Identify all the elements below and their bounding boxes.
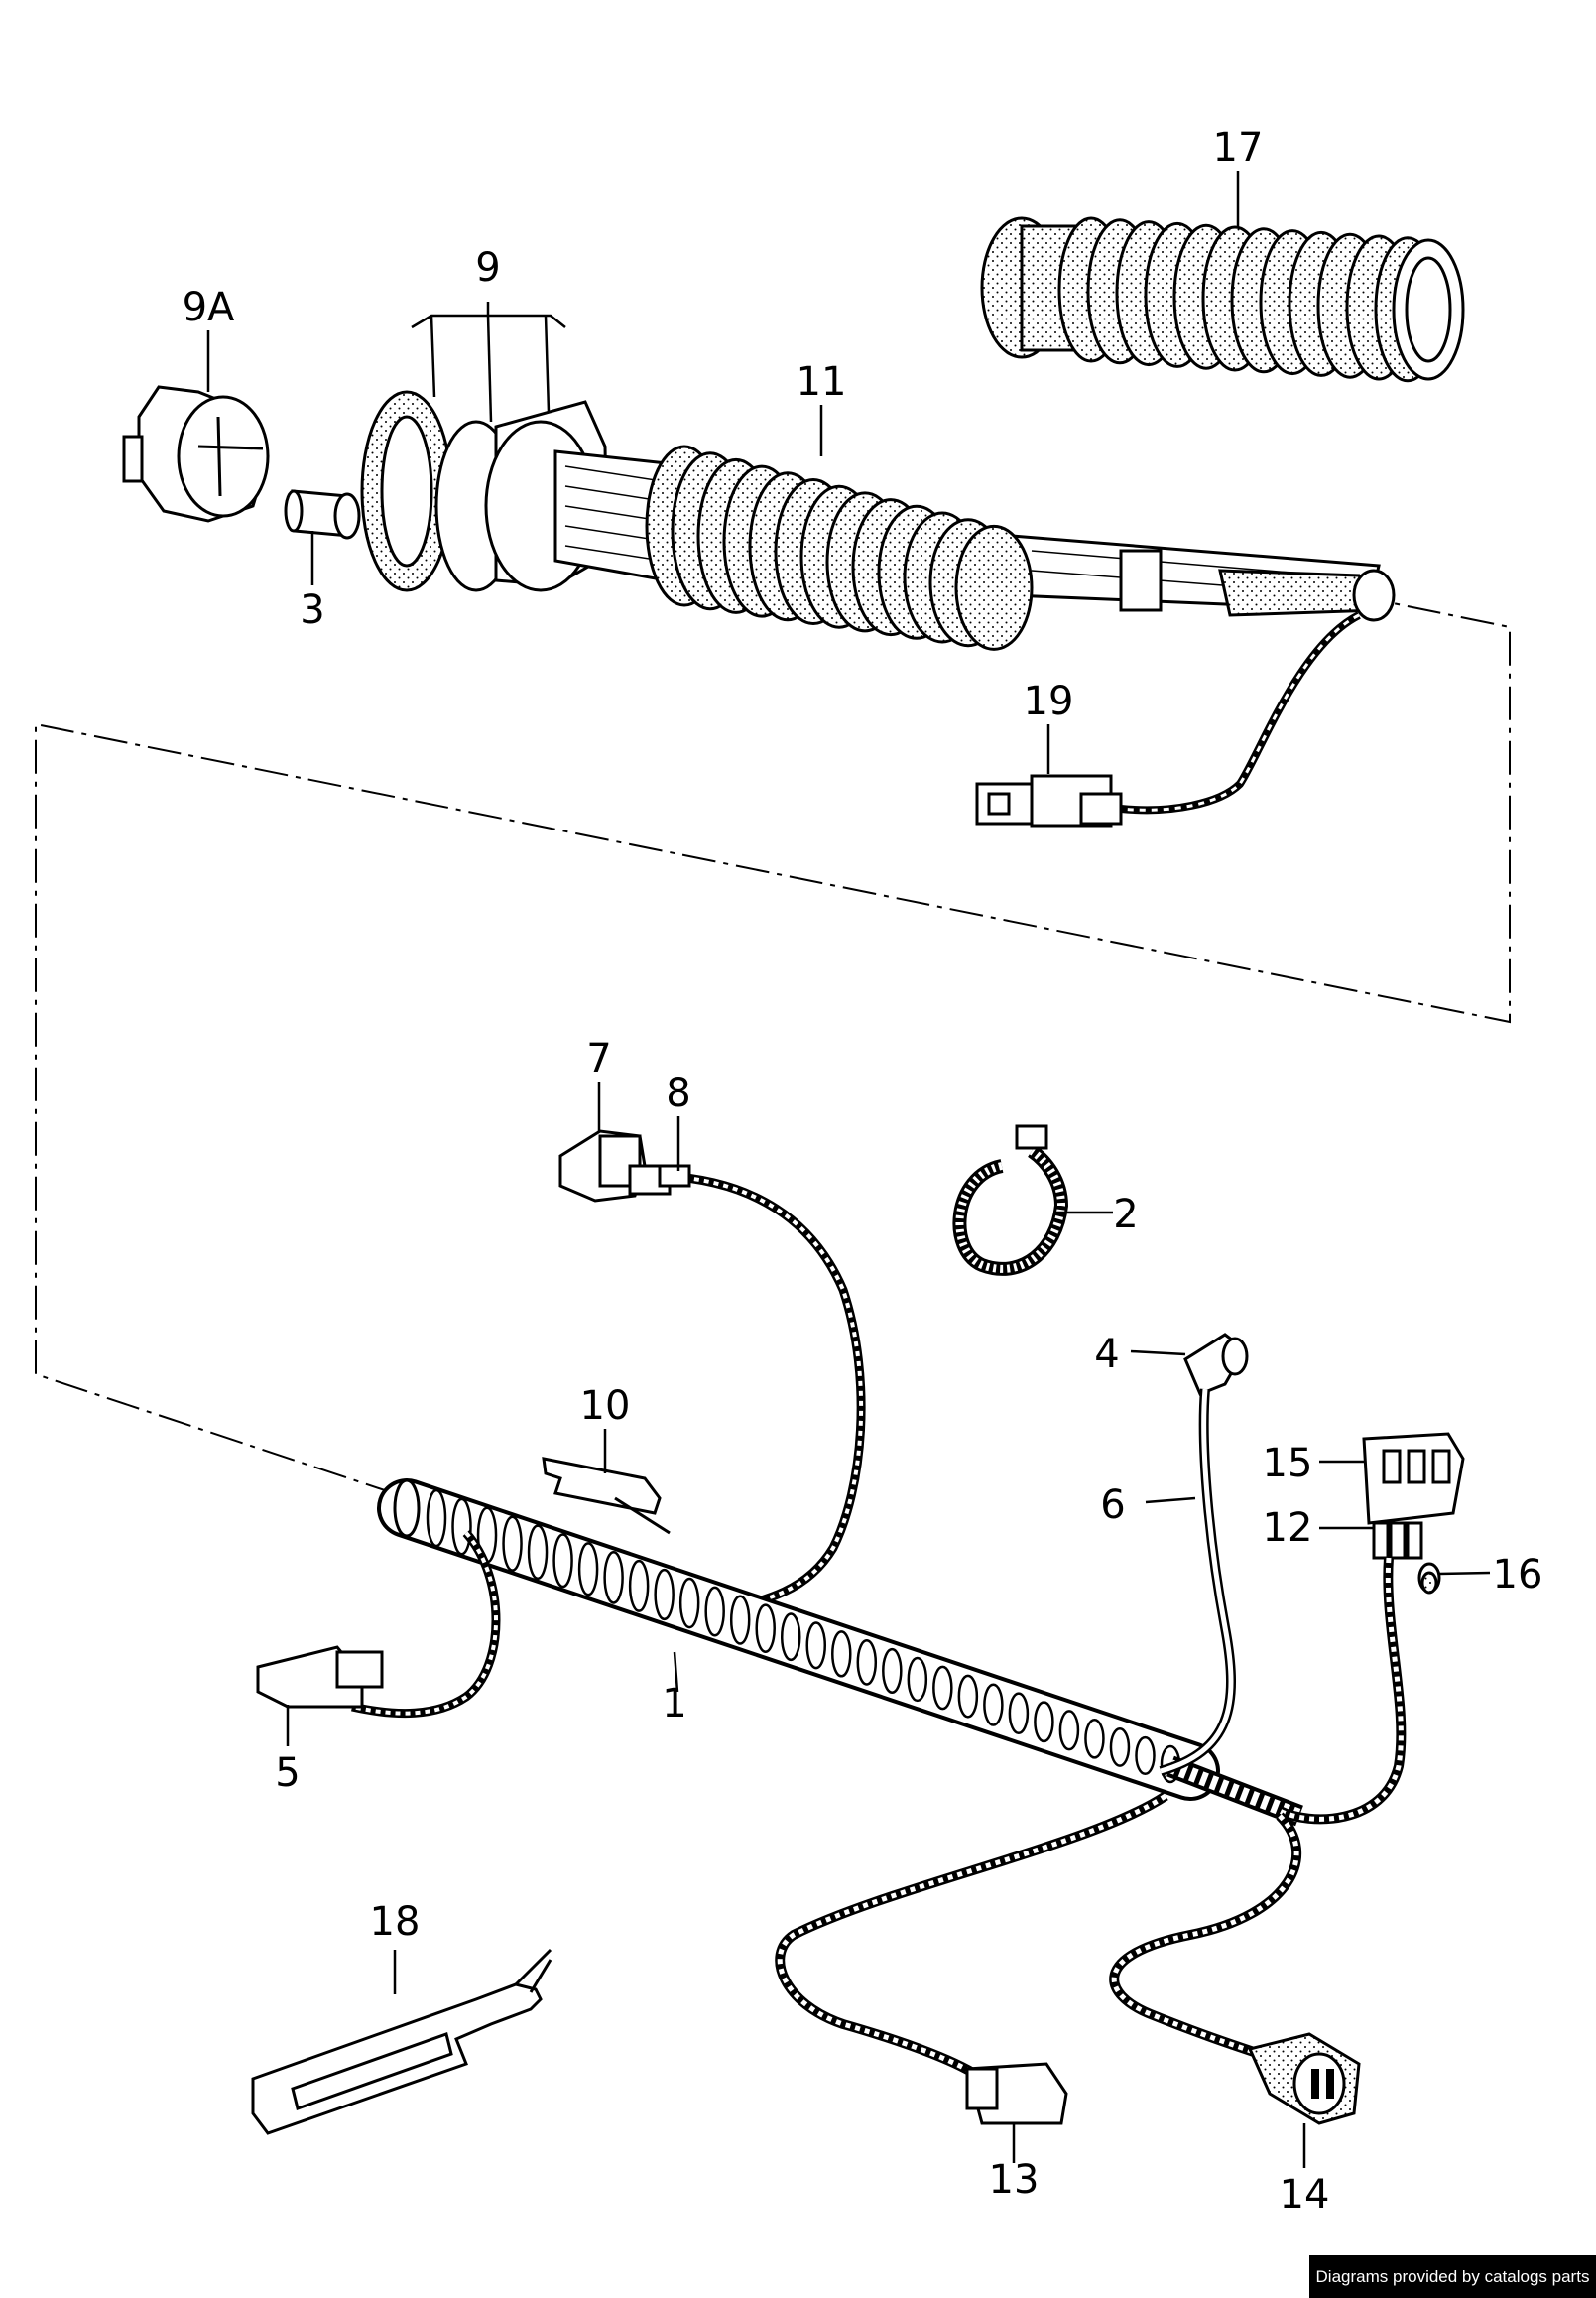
callout-18: 18 — [370, 1899, 421, 1945]
callout-13: 13 — [989, 2157, 1040, 2203]
part-10-clip — [542, 1457, 671, 1535]
callout-2: 2 — [1113, 1192, 1138, 1237]
callout-11: 11 — [797, 359, 847, 405]
callout-7: 7 — [586, 1036, 611, 1082]
callout-8: 8 — [666, 1071, 690, 1116]
boundary-frame — [35, 594, 1511, 1499]
part-18-bracket — [251, 1948, 552, 2135]
callout-19: 19 — [1024, 679, 1074, 724]
part-17-corrugated-sleeve — [980, 216, 1465, 383]
part-7-connector — [558, 1129, 672, 1203]
callouts: 17 9A 9 3 11 19 7 8 2 4 6 10 1 5 15 12 1… — [183, 125, 1543, 2218]
part-15-connector-housing — [1362, 1432, 1465, 1525]
callout-14: 14 — [1280, 2172, 1330, 2218]
part-5-connector — [256, 1530, 501, 1719]
callout-10: 10 — [580, 1383, 631, 1429]
part-2-cable-tie — [952, 1124, 1069, 1276]
callout-9: 9 — [475, 245, 500, 291]
part-11-bellows — [553, 445, 1396, 651]
callout-12: 12 — [1263, 1505, 1313, 1551]
part-1-main-harness — [377, 1478, 1303, 1827]
part-13-connector — [775, 1791, 1168, 2125]
part-12-cable — [1277, 1557, 1407, 1825]
part-3-small-sleeve — [284, 489, 361, 540]
callout-9a: 9A — [183, 285, 235, 330]
callout-17: 17 — [1213, 125, 1264, 171]
callout-1: 1 — [662, 1681, 686, 1726]
credit-text: Diagrams provided by catalogs parts — [1315, 2266, 1590, 2286]
callout-6: 6 — [1100, 1482, 1125, 1528]
leader-lines — [206, 171, 1491, 2168]
part-4-angled-connector — [1183, 1333, 1249, 1396]
part-14-socket — [1109, 1812, 1361, 2125]
part-9-grommet-nut — [360, 390, 609, 592]
callout-15: 15 — [1263, 1441, 1313, 1486]
part-9a-connector-housing — [122, 385, 270, 523]
callout-3: 3 — [300, 587, 324, 633]
part-6-cable — [1159, 1388, 1237, 1776]
part-16-plug — [1417, 1562, 1441, 1595]
callout-16: 16 — [1493, 1552, 1543, 1597]
part-12-terminals — [1372, 1521, 1423, 1560]
credit-banner: Diagrams provided by catalogs parts — [1309, 2255, 1596, 2298]
callout-4: 4 — [1094, 1332, 1119, 1377]
callout-5: 5 — [275, 1750, 300, 1796]
part-19-connector — [975, 611, 1361, 828]
part-8-cable — [658, 1164, 866, 1622]
